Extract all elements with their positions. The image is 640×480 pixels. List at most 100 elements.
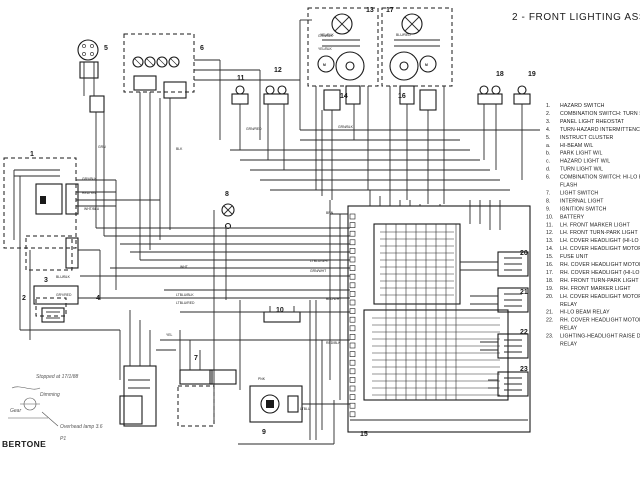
component-number-13: 13 xyxy=(366,7,374,14)
legend-number: d. xyxy=(546,167,551,173)
rh-front-marker-light xyxy=(513,85,531,105)
legend-number: 4. xyxy=(546,127,551,133)
component-number-19: 19 xyxy=(528,71,536,78)
legend-label: PARK LIGHT W/L xyxy=(560,151,602,157)
legend-label: LH. COVER HEADLIGHT (HI-LO xyxy=(560,238,639,244)
legend-number: 6. xyxy=(546,175,551,181)
legend-label: FLASH xyxy=(560,183,577,189)
fuse-pin xyxy=(349,334,356,340)
ignition-switch xyxy=(249,385,303,423)
fuse-pin xyxy=(349,222,356,228)
legend-number: 14. xyxy=(546,246,554,252)
fuse-pin xyxy=(349,385,356,392)
legend-number: 17. xyxy=(546,270,554,276)
legend-label: RH. FRONT TURN-PARK LIGHT xyxy=(560,278,639,284)
bertone-brand: BERTONE xyxy=(2,439,46,449)
svg-text:GRN: GRN xyxy=(98,145,106,149)
relay-23 xyxy=(497,371,529,397)
turn-hazard-intermittence xyxy=(41,307,65,323)
svg-text:GRY/RED: GRY/RED xyxy=(56,293,72,297)
svg-text:GRN/RED: GRN/RED xyxy=(246,127,262,131)
legend-label: HI-LO BEAM RELAY xyxy=(560,310,610,316)
legend-label: IGNITION SWITCH xyxy=(560,206,607,212)
legend-number: 16. xyxy=(546,262,554,268)
fuse-pin xyxy=(349,273,356,280)
component-number-2: 2 xyxy=(22,295,26,302)
component-number-3: 3 xyxy=(44,277,48,284)
fuse-pin xyxy=(349,308,356,314)
relay-22 xyxy=(497,333,529,359)
legend-label: FUSE UNIT xyxy=(560,254,589,260)
svg-text:Stopped at 17/1/88: Stopped at 17/1/88 xyxy=(36,374,78,380)
legend-number: 11. xyxy=(546,222,553,228)
fuse-pin xyxy=(349,377,356,383)
rh-headlight-assembly: M xyxy=(381,7,453,87)
legend-label: LH. COVER HEADLIGHT MOTOR DRI xyxy=(560,294,640,300)
component-number-10: 10 xyxy=(276,307,284,314)
svg-text:BLU/BLK: BLU/BLK xyxy=(56,275,71,279)
lh-front-marker-light xyxy=(231,85,249,105)
legend-label: RELAY xyxy=(560,302,578,308)
component-number-5: 5 xyxy=(104,45,108,52)
component-number-1: 1 xyxy=(30,151,34,158)
legend-number: 12. xyxy=(546,230,554,236)
svg-text:LTBLU/RED: LTBLU/RED xyxy=(176,301,195,305)
legend-number: 15. xyxy=(546,254,554,260)
legend-number: b. xyxy=(546,151,551,157)
rh-front-turn-park-light xyxy=(477,85,503,105)
component-number-4: 4 xyxy=(96,295,100,302)
component-number-22: 22 xyxy=(520,329,528,336)
component-number-17: 17 xyxy=(386,7,394,14)
component-number-20: 20 xyxy=(520,250,528,257)
svg-text:WHT: WHT xyxy=(180,265,188,269)
legend-number: 10. xyxy=(546,214,554,220)
legend-label: COMBINATION SWITCH: HI-LO BEA xyxy=(560,175,640,181)
component-number-15: 15 xyxy=(360,431,368,438)
legend-number: 21. xyxy=(546,310,554,316)
light-switch xyxy=(119,365,237,427)
fuse-pin xyxy=(349,248,356,254)
component-number-21: 21 xyxy=(520,289,528,296)
svg-text:WHT/BLU: WHT/BLU xyxy=(84,207,100,211)
legend-number: 5. xyxy=(546,135,551,141)
legend-label: RELAY xyxy=(560,326,578,332)
fuse-pin xyxy=(349,394,356,400)
legend-number: a. xyxy=(546,143,551,149)
svg-text:GRY/BLK: GRY/BLK xyxy=(82,177,97,181)
svg-text:BLU/RED: BLU/RED xyxy=(396,33,411,37)
legend-label: HAZARD LIGHT W/L xyxy=(560,159,610,165)
instrument-cluster xyxy=(77,39,105,113)
internal-light xyxy=(221,203,235,230)
svg-text:M: M xyxy=(425,63,428,67)
legend-label: RH. COVER HEADLIGHT MOTOR xyxy=(560,262,640,268)
svg-text:LTBLU: LTBLU xyxy=(300,407,311,411)
legend-number: c. xyxy=(546,159,550,165)
legend-number: 22. xyxy=(546,318,554,324)
fuse-pin xyxy=(349,256,356,263)
legend-number: 13. xyxy=(546,238,554,244)
fuse-pin xyxy=(349,239,356,246)
fuse-pin xyxy=(349,291,356,297)
legend-number: 23. xyxy=(546,334,554,340)
component-number-23: 23 xyxy=(520,366,528,373)
fuse-unit xyxy=(347,205,531,433)
fuse-pin xyxy=(349,213,356,220)
legend-label: COMBINATION SWITCH: TURN SWI xyxy=(560,111,640,117)
svg-text:P1: P1 xyxy=(60,436,66,442)
legend-label: RH. COVER HEADLIGHT MOTOR DRI xyxy=(560,318,640,324)
legend-label: LIGHTING-HEADLIGHT RAISE DEVI xyxy=(560,334,640,340)
legend-label: RH. FRONT MARKER LIGHT xyxy=(560,286,631,292)
wiring-harness xyxy=(19,19,540,445)
legend-label: LH. FRONT MARKER LIGHT xyxy=(560,222,631,228)
svg-text:LTBLU/WHT: LTBLU/WHT xyxy=(310,259,329,263)
hazard-switch xyxy=(3,157,79,249)
fuse-pin xyxy=(349,316,356,323)
component-number-9: 9 xyxy=(262,429,266,436)
fuse-pin xyxy=(349,265,356,271)
legend-number: 18. xyxy=(546,278,554,284)
svg-text:BRN: BRN xyxy=(326,211,334,215)
hi-lo-beam-switch xyxy=(123,33,195,99)
legend-label: LH. FRONT TURN-PARK LIGHT xyxy=(560,230,638,236)
fuse-rows xyxy=(349,213,500,418)
